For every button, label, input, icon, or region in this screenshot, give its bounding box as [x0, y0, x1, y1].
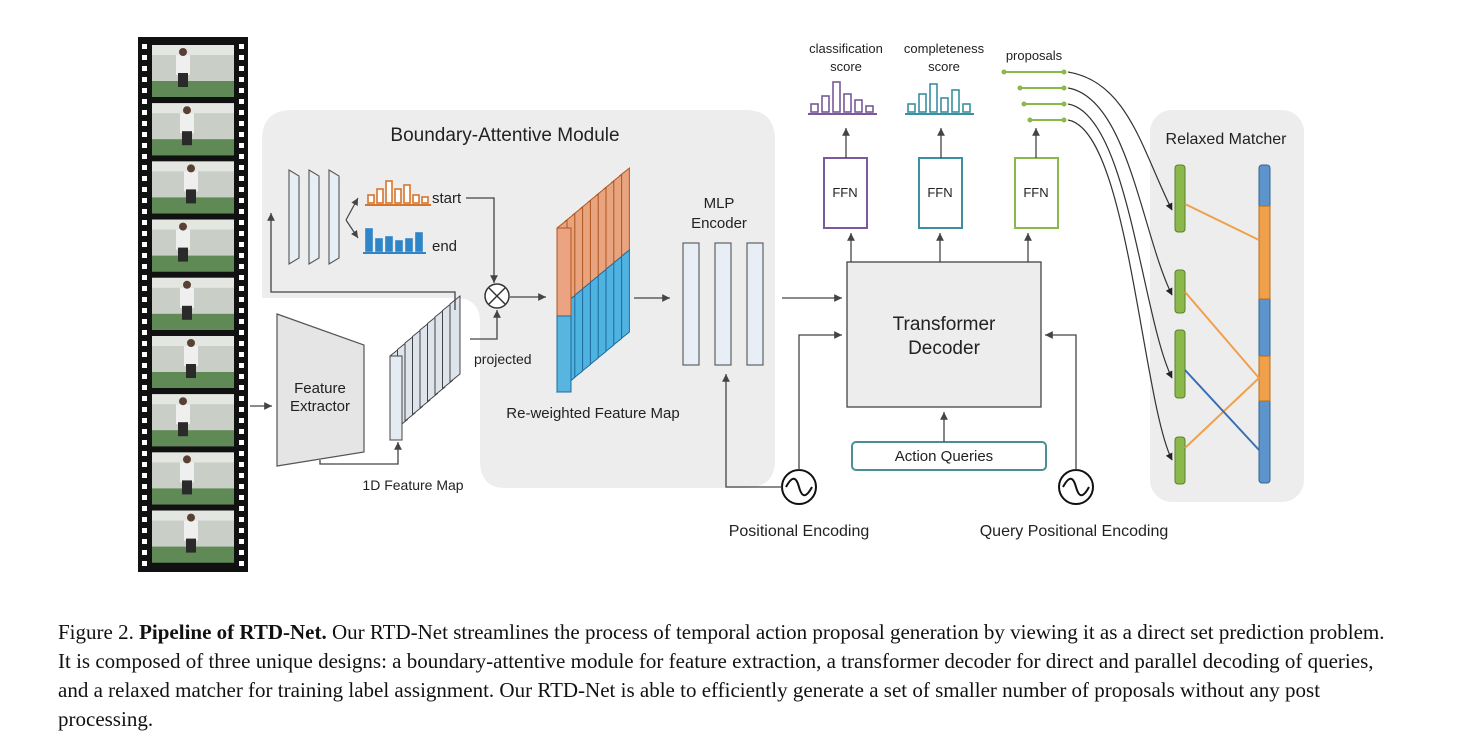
completeness-score-histogram [905, 83, 974, 115]
start-histogram [365, 180, 431, 206]
transformer-decoder-label: Transformer [893, 314, 996, 335]
completeness-score-label: completeness [904, 41, 985, 56]
ffn-label: FFN [1023, 185, 1048, 200]
video-frame [152, 45, 234, 97]
bam-title: Boundary-Attentive Module [390, 125, 619, 146]
classification-score-histogram [808, 81, 877, 115]
figure-caption: Figure 2. Pipeline of RTD-Net. Our RTD-N… [58, 618, 1388, 734]
ffn-label: FFN [927, 185, 952, 200]
classification-score-label-2: score [830, 59, 862, 74]
transformer-decoder-label-2: Decoder [908, 338, 980, 359]
transformer-decoder-block [846, 261, 1042, 408]
ffn-completeness: FFN [918, 157, 963, 229]
feature-extractor-block [276, 313, 365, 467]
video-frame [152, 394, 234, 447]
mlp-encoder-label-2: Encoder [691, 215, 747, 232]
video-frame [152, 219, 234, 272]
caption-text: Our RTD-Net streamlines the process of t… [58, 620, 1385, 731]
video-frame [152, 510, 234, 563]
end-histogram [363, 228, 426, 254]
feature-extractor-label-2: Extractor [290, 398, 350, 415]
feature-map-1d [389, 294, 461, 441]
relaxed-matcher-diagram [1067, 71, 1271, 485]
video-film-strip [138, 37, 248, 572]
ffn-classification: FFN [823, 157, 868, 229]
query-positional-encoding-label: Query Positional Encoding [980, 523, 1169, 540]
completeness-score-label-2: score [928, 59, 960, 74]
relaxed-matcher-title: Relaxed Matcher [1166, 131, 1288, 148]
start-label: start [432, 190, 462, 207]
caption-figure-label: Figure 2. [58, 620, 134, 644]
projected-label: projected [474, 351, 532, 367]
boundary-conv-stack [288, 169, 340, 265]
feature-extractor-label: Feature [294, 380, 346, 397]
video-frame [152, 277, 234, 330]
end-label: end [432, 238, 457, 255]
reweighted-label: Re-weighted Feature Map [506, 405, 679, 422]
proposal-segments [1001, 69, 1067, 123]
action-queries-block [851, 441, 1047, 471]
video-frame [152, 161, 234, 214]
feature-map-1d-label: 1D Feature Map [362, 477, 463, 493]
mlp-encoder-block [682, 242, 764, 366]
proposals-label: proposals [1006, 48, 1063, 63]
mlp-encoder-label: MLP [704, 195, 735, 212]
ffn-label: FFN [832, 185, 857, 200]
positional-encoding-label: Positional Encoding [729, 523, 870, 540]
video-frame [152, 452, 234, 505]
relaxed-matcher-panel [1150, 110, 1304, 502]
video-frame [152, 103, 234, 156]
caption-title: Pipeline of RTD-Net. [139, 620, 327, 644]
ffn-proposals: FFN [1014, 157, 1059, 229]
reweighted-feature-map [556, 166, 630, 394]
video-frame [152, 336, 234, 388]
rtd-net-pipeline-figure: Boundary-Attentive Module Feature Extrac… [138, 37, 1304, 572]
classification-score-label: classification [809, 41, 883, 56]
action-queries-label: Action Queries [895, 448, 993, 465]
